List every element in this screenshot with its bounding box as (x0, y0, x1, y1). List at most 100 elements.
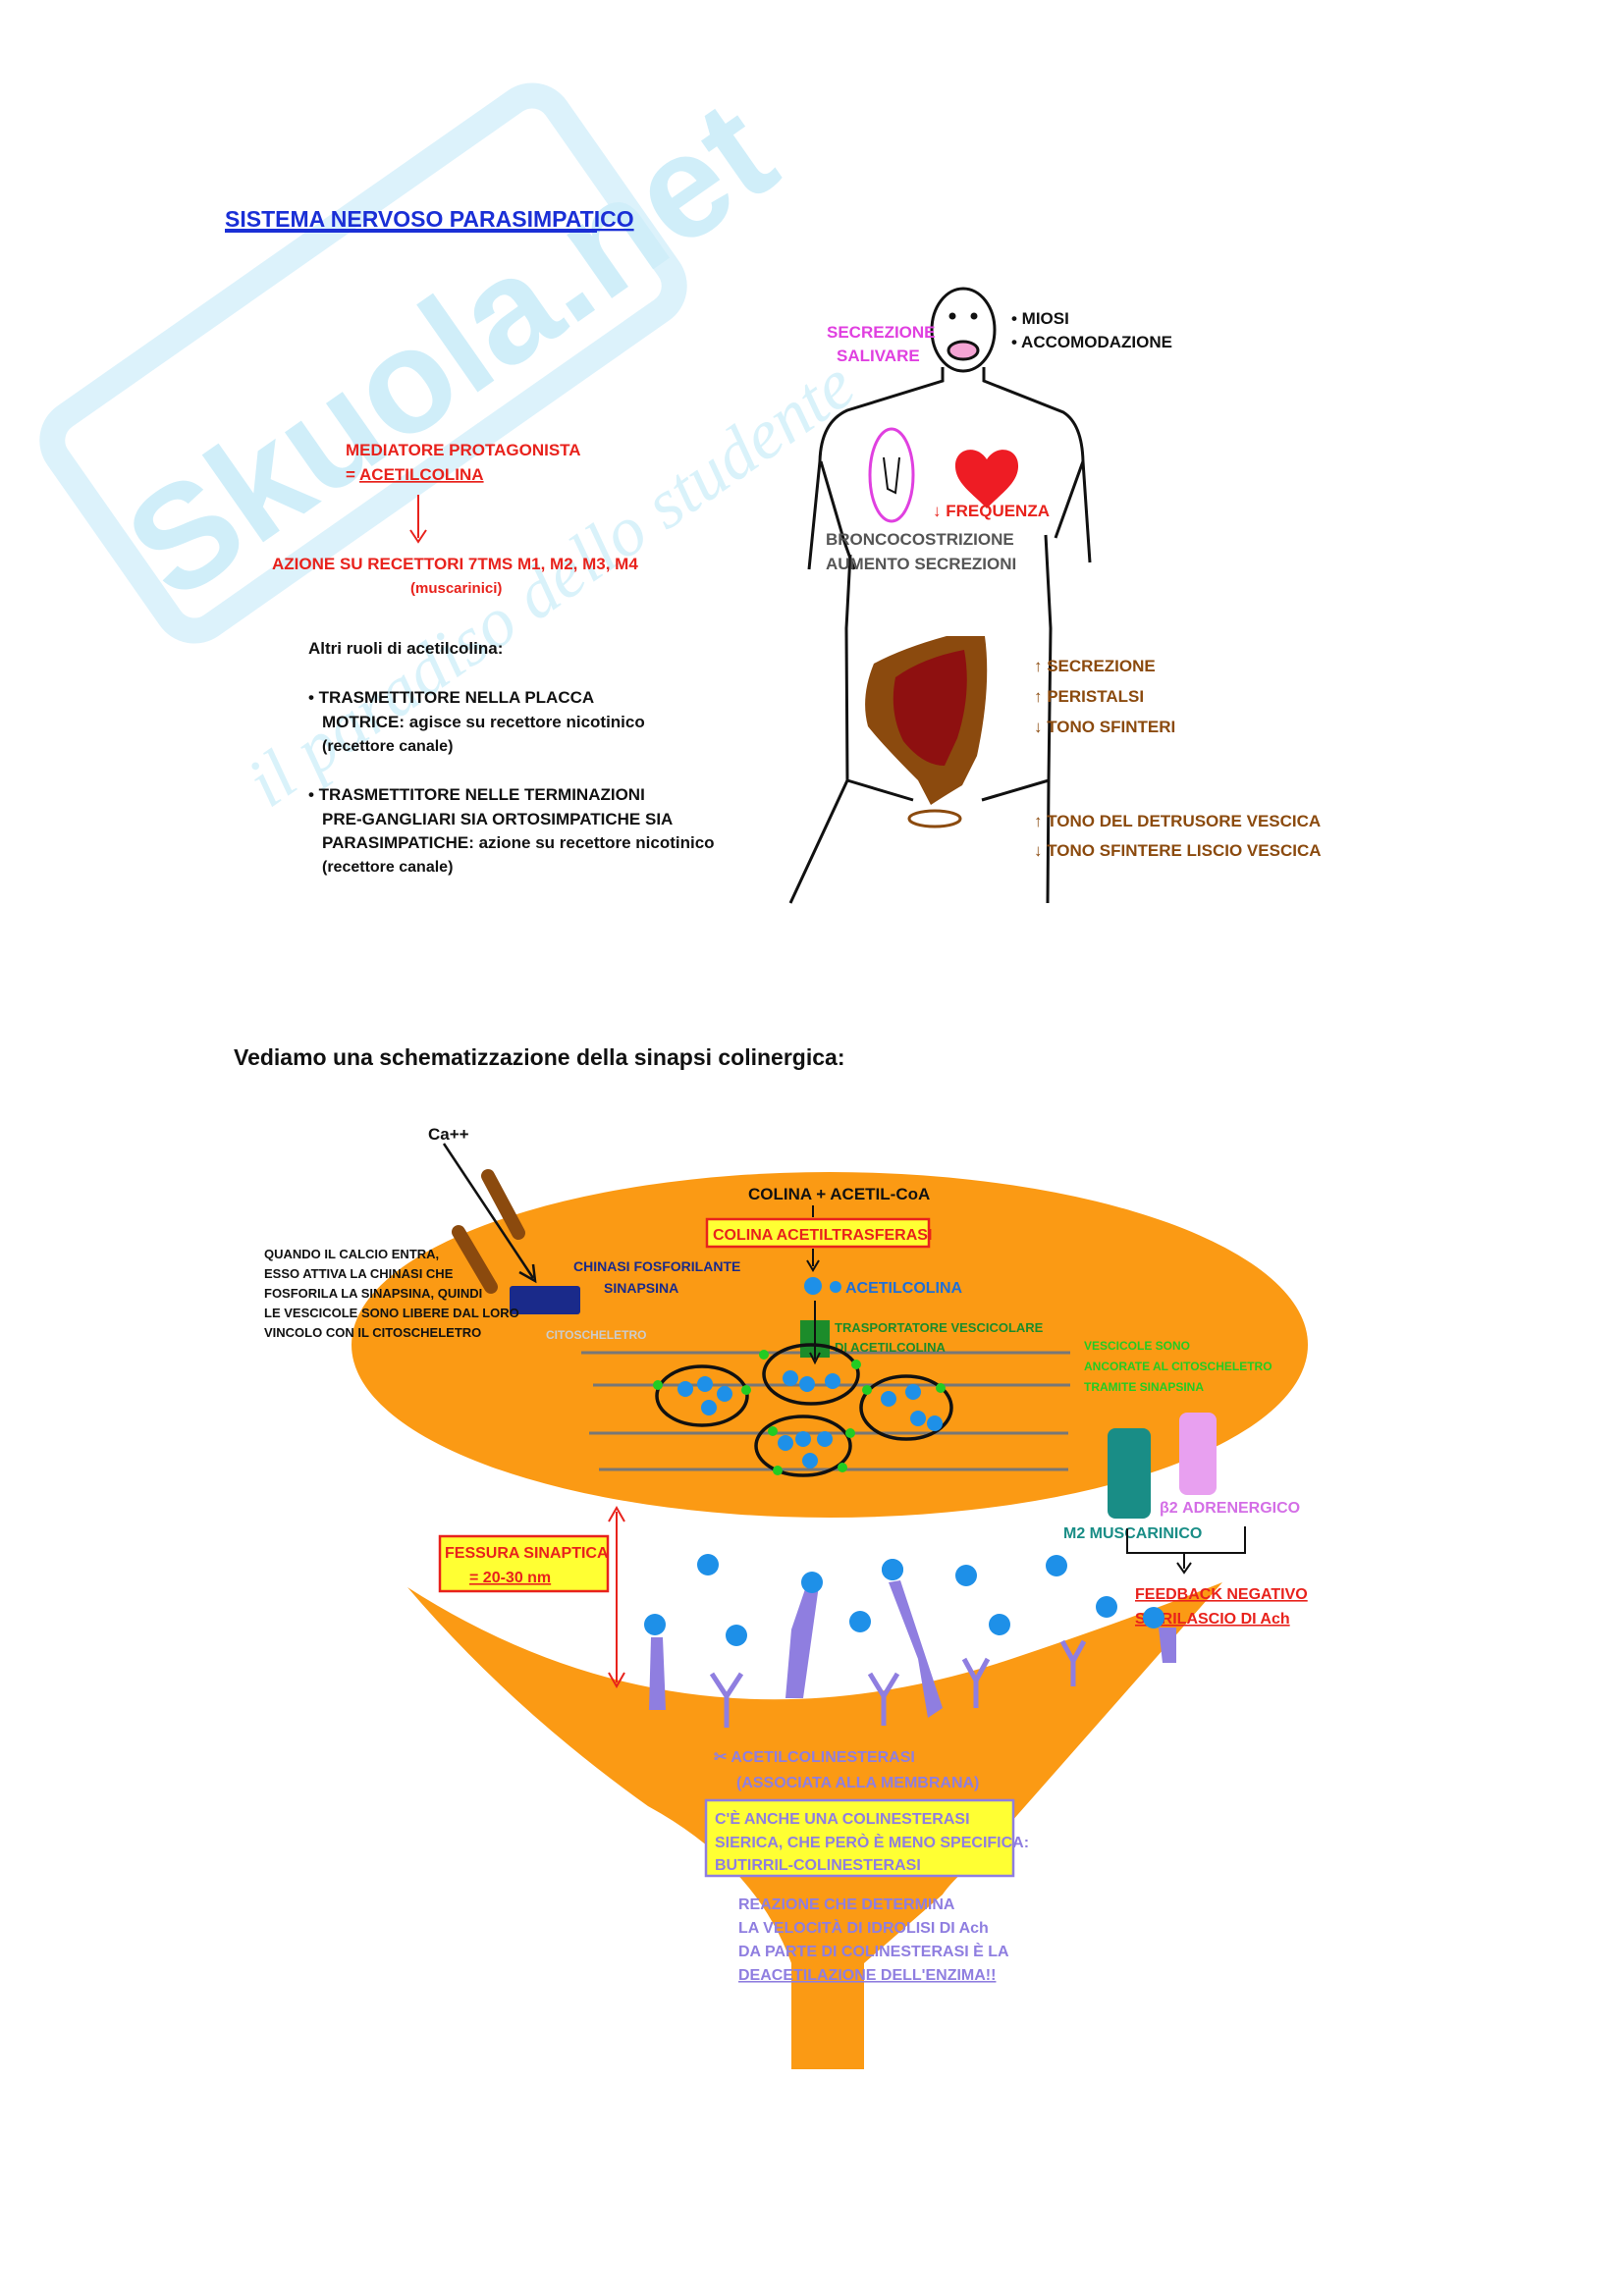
vesicle (759, 1343, 861, 1406)
synapsin-dot (653, 1380, 663, 1390)
gut-effect1: ↑ SECREZIONE (1034, 657, 1156, 675)
synapsin-dot (773, 1466, 783, 1475)
precursors-label: COLINA + ACETIL-CoA (748, 1185, 930, 1203)
feedback-line1: FEEDBACK NEGATIVO (1135, 1586, 1308, 1603)
nicotinic-receptor (889, 1580, 943, 1718)
enzyme-label: COLINA ACETILTRASFERASI (713, 1227, 932, 1244)
m2-receptor (1108, 1428, 1151, 1519)
mediator-line2: = ACETILCOLINA (346, 465, 484, 484)
bullet2-line2: PRE-GANGLIARI SIA ORTOSIMPATICHE SIA (322, 810, 673, 828)
feedback-arrow-head (1176, 1562, 1192, 1575)
bullet2-line3: PARASIMPATICHE: azione su recettore nico… (322, 833, 715, 852)
ache-line1: ✂ ACETILCOLINESTERASI (714, 1749, 915, 1766)
feedback-line2: SU RILASCIO DI Ach (1135, 1611, 1290, 1628)
calcium-channel-bar (481, 1169, 525, 1240)
gut-effect3: ↓ TONO SFINTERI (1034, 718, 1175, 736)
acetylcholine-molecule (697, 1554, 719, 1575)
eye-effect1: • MIOSI (1011, 309, 1069, 328)
watermark-frame (39, 82, 687, 644)
ache-line2: (ASSOCIATA ALLA MEMBRANA) (736, 1775, 979, 1791)
acetylcholine-molecule (801, 1572, 823, 1593)
synapsin-dot (838, 1463, 847, 1472)
vesicle-note-line3: TRAMITE SINAPSINA (1084, 1380, 1204, 1394)
vesicle-note-line2: ANCORATE AL CITOSCHELETRO (1084, 1360, 1272, 1373)
serum-line3: BUTIRRIL-COLINESTERASI (715, 1857, 921, 1874)
muscarinic-receptor-icon (1059, 1639, 1087, 1686)
acetylcholine-molecule (881, 1391, 896, 1407)
vesicle (653, 1364, 751, 1427)
feedback-bracket (1126, 1526, 1246, 1554)
acetylcholine-molecule (849, 1611, 871, 1632)
enzyme-box (705, 1217, 931, 1249)
synapse-diagram: Ca++ CHINASI FOSFORILANTE SINAPSINA CITO… (264, 1125, 1308, 2069)
acetylcholine-molecule (804, 1277, 822, 1295)
bullet2-line4: (recettore canale) (322, 859, 453, 876)
kinase-line2: SINAPSINA (604, 1280, 678, 1296)
acetylcholine-molecule (795, 1431, 811, 1447)
acetylcholine-molecule (644, 1614, 666, 1635)
bronchi-icon (883, 456, 900, 495)
bullet1-line3: (recettore canale) (322, 738, 453, 755)
enzyme-arrow-head (806, 1259, 820, 1272)
action-line1: AZIONE SU RECETTORI 7TMS M1, M2, M3, M4 (272, 555, 638, 573)
vesicle-membrane (754, 1415, 852, 1477)
page-title: SISTEMA NERVOSO PARASIMPATICO (225, 206, 634, 232)
receptor-stub (1159, 1628, 1176, 1663)
kinase-line1: CHINASI FOSFORILANTE (573, 1258, 740, 1274)
gut-effect2: ↑ PERISTALSI (1034, 687, 1144, 706)
acetylcholine-molecule (927, 1415, 943, 1431)
muscarinic-receptor-icon (867, 1672, 900, 1726)
reaction-line2: LA VELOCITÀ DI IDROLISI DI Ach (738, 1918, 989, 1937)
synapsin-dot (759, 1350, 769, 1360)
reaction-line3: DA PARTE DI COLINESTERASI È LA (738, 1942, 1009, 1960)
acetylcholine-molecule (817, 1431, 833, 1447)
acetylcholine-molecule (799, 1376, 815, 1392)
acetylcholine-molecule (717, 1386, 732, 1402)
mediator-prefix: = (346, 465, 359, 484)
acetylcholine-molecule (825, 1373, 840, 1389)
lung-effect2: AUMENTO SECREZIONI (826, 555, 1016, 573)
vesicle (859, 1374, 953, 1441)
synapsin-dot (851, 1360, 861, 1369)
left-panel: MEDIATORE PROTAGONISTA = ACETILCOLINA AZ… (272, 441, 715, 876)
muscarinic-receptor-icon (961, 1657, 991, 1708)
acetylcholine-bullet-icon (830, 1281, 841, 1293)
acetylcholine-molecule (1143, 1607, 1164, 1629)
vesicle-note-line1: VESCICOLE SONO (1084, 1339, 1190, 1353)
calcium-label: Ca++ (428, 1125, 469, 1144)
calcium-arrow-head (518, 1263, 537, 1284)
acetylcholine-molecule (905, 1384, 921, 1400)
nicotinic-receptor (649, 1637, 666, 1710)
serum-line2: SIERICA, CHE PERÒ È MENO SPECIFICA: (715, 1833, 1029, 1851)
bladder-effect1: ↑ TONO DEL DETRUSORE VESCICA (1034, 812, 1321, 830)
acetylcholine-label: ACETILCOLINA (845, 1280, 963, 1297)
body-figure (788, 287, 1092, 904)
cleft-box (438, 1534, 610, 1593)
calcium-note-line5: VINCOLO CON IL CITOSCHELETRO (264, 1325, 481, 1340)
transporter-line2: DI ACETILCOLINA (835, 1340, 947, 1355)
body-labels: SECREZIONE SALIVARE • MIOSI • ACCOMODAZI… (826, 309, 1322, 860)
reaction-line4: DEACETILAZIONE DELL'ENZIMA!! (738, 1967, 996, 1984)
vesicle-membrane (762, 1343, 860, 1406)
reaction-line1: REAZIONE CHE DETERMINA (738, 1896, 955, 1913)
heart-effect: ↓ FREQUENZA (933, 502, 1050, 520)
muscarinic-receptor-icon (709, 1672, 744, 1728)
calcium-note-line2: ESSO ATTIVA LA CHINASI CHE (264, 1266, 454, 1281)
salivary-line1: SECREZIONE (827, 323, 936, 342)
calcium-note-line3: FOSFORILA LA SINAPSINA, QUINDI (264, 1286, 482, 1301)
acetylcholine-molecule (910, 1411, 926, 1426)
acetylcholine-molecule (701, 1400, 717, 1415)
bullet1-line1: • TRASMETTITORE NELLA PLACCA (308, 688, 594, 707)
acetylcholine-molecule (677, 1381, 693, 1397)
calcium-channel-bar (452, 1225, 498, 1294)
bladder-sphincter-icon (907, 809, 962, 828)
lungs-outline (868, 427, 915, 523)
synapsin-dot (936, 1383, 946, 1393)
transporter-line1: TRASPORTATORE VESCICOLARE (835, 1320, 1044, 1335)
kinase-block (510, 1286, 580, 1314)
acetylcholine-molecule (1046, 1555, 1067, 1576)
m2-label: M2 MUSCARINICO (1063, 1525, 1202, 1542)
lung-effect1: BRONCOCOSTRIZIONE (826, 530, 1014, 549)
cytoskeleton-label: CITOSCHELETRO (546, 1328, 646, 1342)
